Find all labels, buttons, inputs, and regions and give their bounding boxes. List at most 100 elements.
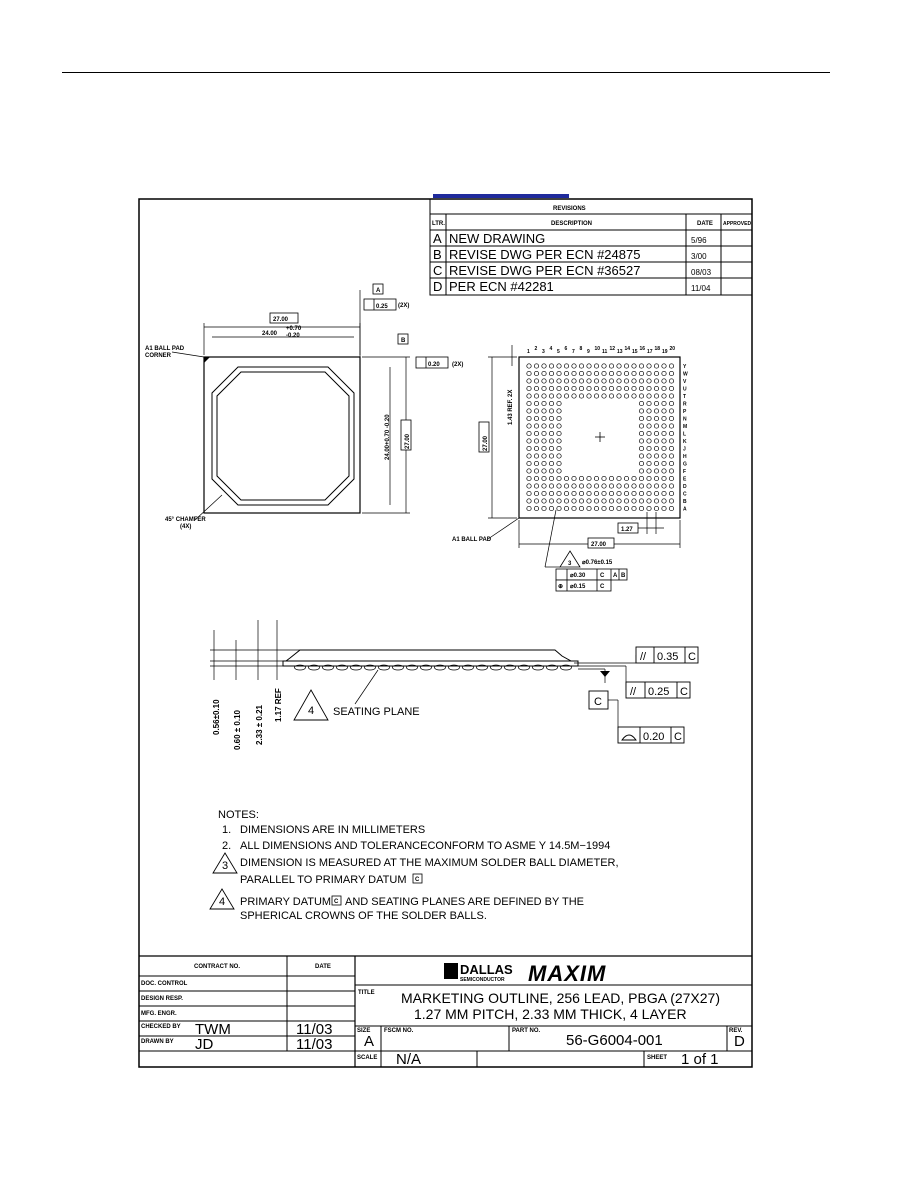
solder-ball [623, 385, 630, 392]
solder-ball [653, 453, 660, 459]
page-top-rule [62, 72, 830, 73]
solder-ball [601, 483, 607, 489]
revisions-table: REVISIONS LTR. DESCRIPTION DATE APPROVED… [429, 198, 753, 296]
solder-ball [541, 363, 547, 369]
solder-ball [646, 460, 652, 467]
solder-ball [526, 438, 532, 444]
row-letter: J [683, 447, 686, 453]
parallelism-fcf-a: // 0.35 C [574, 646, 699, 664]
solder-ball [608, 498, 615, 504]
sheet-value: 1 of 1 [681, 1051, 719, 1068]
top-dim-width: 27.00 [273, 317, 289, 323]
rev-row-date: 08/03 [691, 268, 712, 277]
solder-ball [638, 400, 645, 407]
rev-row-desc: NEW DRAWING [449, 231, 545, 246]
doc-control-label: DOC. CONTROL [141, 981, 188, 987]
solder-ball [556, 393, 562, 399]
solder-ball [616, 505, 622, 512]
solder-ball [668, 475, 675, 482]
solder-ball [661, 505, 667, 512]
solder-ball [668, 468, 675, 474]
solder-ball [586, 385, 592, 392]
svg-text://: // [640, 651, 647, 663]
solder-ball [541, 490, 547, 497]
solder-ball [548, 408, 555, 414]
solder-ball [593, 483, 600, 489]
solder-ball [646, 483, 652, 489]
solder-ball [638, 445, 645, 452]
solder-ball [541, 460, 547, 467]
row-letter: P [683, 409, 687, 415]
solder-ball [533, 475, 540, 482]
seating-plane-label: SEATING PLANE [333, 706, 420, 718]
solder-ball [653, 385, 660, 392]
rev-value: D [734, 1033, 745, 1050]
solder-ball [533, 498, 540, 504]
solder-ball [631, 498, 637, 504]
solder-ball [608, 385, 615, 392]
column-number: 8 [580, 346, 583, 352]
note-3-icon [212, 852, 238, 874]
note-3-line1: DIMENSION IS MEASURED AT THE MAXIMUM SOL… [240, 857, 619, 869]
solder-ball [653, 483, 660, 489]
sheet-label: SHEET [647, 1055, 667, 1061]
solder-ball [661, 460, 667, 467]
solder-ball [631, 505, 637, 512]
solder-ball [548, 393, 555, 399]
drawn-by-label: DRAWN BY [141, 1039, 174, 1045]
ball-pitch: 1.27 [621, 527, 633, 533]
fcf1-datum: B [621, 573, 626, 579]
top-dim-inner-tol-plus: +0.70 [286, 326, 302, 332]
top-dim-inner-tol-minus: -0.20 [286, 333, 300, 339]
rev-row-date: 5/96 [691, 236, 707, 245]
solder-ball [653, 408, 660, 414]
solder-ball [563, 490, 570, 497]
ball-diameter: ⌀0.76±0.15 [582, 560, 613, 566]
solder-ball [563, 483, 570, 489]
solder-ball [548, 453, 555, 459]
solder-ball [631, 490, 637, 497]
solder-ball [578, 370, 585, 377]
contract-no-header: CONTRACT NO. [194, 964, 240, 970]
solder-ball [638, 498, 645, 504]
rev-col-ltr: LTR. [432, 221, 445, 227]
solder-ball [608, 363, 615, 369]
solder-ball [571, 483, 577, 489]
solder-ball [623, 490, 630, 497]
solder-ball [631, 393, 637, 399]
solder-ball [563, 498, 570, 504]
solder-ball [668, 363, 675, 369]
solder-ball [526, 505, 532, 512]
column-number: 7 [572, 349, 575, 355]
a1-pad-corner-label: A1 BALL PAD [145, 346, 185, 352]
solder-ball [661, 393, 667, 399]
fscm-label: FSCM NO. [384, 1028, 414, 1034]
solder-ball [653, 460, 660, 467]
solder-ball [541, 483, 547, 489]
solder-ball [661, 468, 667, 474]
side-ball [336, 664, 348, 671]
solder-ball [526, 385, 532, 392]
solder-ball [646, 408, 652, 414]
solder-ball [571, 505, 577, 512]
solder-ball [646, 453, 652, 459]
row-letter: R [683, 402, 687, 408]
side-dim: 0.60 ± 0.10 [233, 709, 242, 750]
checked-by: TWM [195, 1021, 231, 1038]
solder-ball [533, 408, 540, 414]
solder-ball [653, 400, 660, 407]
bottom-dim-height: 27.00 [483, 435, 489, 451]
solder-ball [563, 393, 570, 399]
top-dim-height: 27.00 [405, 433, 411, 449]
solder-ball [653, 490, 660, 497]
solder-ball [563, 378, 570, 384]
solder-ball [571, 490, 577, 497]
solder-ball [638, 415, 645, 422]
solder-ball [646, 385, 652, 392]
solder-ball [623, 483, 630, 489]
solder-ball [661, 385, 667, 392]
solder-ball [548, 445, 555, 452]
solder-ball [601, 505, 607, 512]
solder-ball [541, 408, 547, 414]
